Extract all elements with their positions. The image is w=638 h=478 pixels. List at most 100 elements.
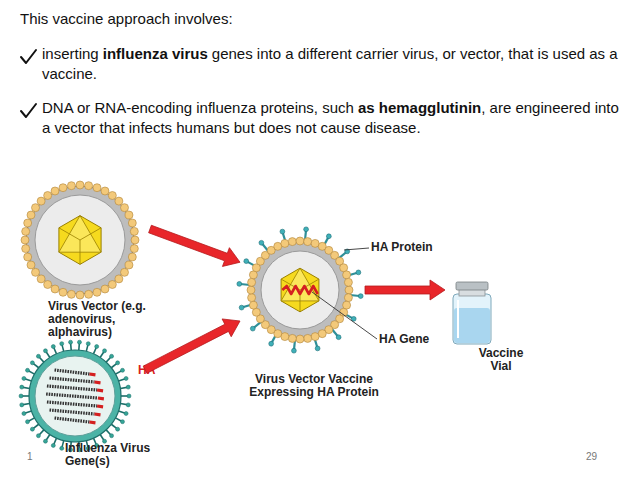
body-text: 1 <box>27 451 33 462</box>
envelope-bead <box>288 334 296 342</box>
check-bullet <box>21 50 36 63</box>
body-text: DNA or RNA-encoding influenza proteins, … <box>42 99 354 116</box>
envelope-bead <box>21 236 29 244</box>
envelope-bead <box>24 253 32 261</box>
spike-tip <box>36 434 40 438</box>
spike-tip <box>110 434 114 438</box>
envelope-bead <box>296 335 304 343</box>
envelope-bead <box>51 285 59 293</box>
emphasis-text: as hemagglutinin <box>358 99 481 116</box>
slide-footer: 1 <box>27 451 57 463</box>
vector-core <box>35 195 125 285</box>
envelope-bead <box>281 239 289 247</box>
ha-spike-tip <box>326 234 331 239</box>
vector-envelope <box>252 242 348 338</box>
envelope-bead <box>22 227 30 235</box>
node-label: Virus Vector Vaccine Expressing HA Prote… <box>234 373 394 399</box>
spike-tip <box>120 420 124 424</box>
envelope-bead <box>125 211 133 219</box>
slide-number: 29 <box>586 451 616 463</box>
spike-tip <box>43 439 47 443</box>
spike-tip <box>20 403 24 407</box>
envelope-bead <box>296 237 304 245</box>
envelope-bead <box>274 242 282 250</box>
node-label: HA Protein <box>371 241 451 254</box>
envelope-bead <box>249 271 257 279</box>
envelope-bead <box>128 253 136 261</box>
envelope-bead <box>311 333 319 341</box>
envelope-bead <box>67 182 75 190</box>
capsid-hexagon <box>281 268 319 312</box>
envelope-bead <box>125 261 133 269</box>
envelope-bead <box>281 333 289 341</box>
vector-envelope <box>26 186 134 294</box>
envelope-bead <box>108 281 116 289</box>
spike-tip <box>19 394 23 398</box>
node-label: HA Gene <box>379 333 449 346</box>
ha-spike-tip <box>315 346 320 351</box>
spike-tip <box>116 427 120 431</box>
envelope-bead <box>343 271 351 279</box>
spike-tip <box>95 345 99 349</box>
spike-tip <box>30 427 34 431</box>
spike-tip <box>51 345 55 349</box>
envelope-bead <box>248 278 256 286</box>
rna-segment <box>50 410 95 414</box>
spike-tip <box>126 403 130 407</box>
envelope-bead <box>27 261 35 269</box>
spike-tip <box>30 361 34 365</box>
vial-shine <box>457 300 459 338</box>
envelope-bead <box>131 236 139 244</box>
capsid-edge <box>80 228 101 240</box>
envelope-bead <box>121 204 129 212</box>
ha-spike-tip <box>239 305 244 310</box>
envelope-bead <box>311 239 319 247</box>
spike-tip <box>124 376 128 380</box>
body-text: 29 <box>586 451 597 462</box>
spike-tip <box>103 349 107 353</box>
body-text: inserting <box>42 45 99 62</box>
leader-line <box>344 248 369 250</box>
spike-tip <box>36 354 40 358</box>
intro-line: This vaccine approach involves: <box>20 9 620 29</box>
envelope-bead <box>93 288 101 296</box>
spike-tip <box>86 342 90 346</box>
envelope-bead <box>344 278 352 286</box>
spike-tip <box>22 412 26 416</box>
envelope-bead <box>288 238 296 246</box>
envelope-bead <box>318 330 326 338</box>
ha-spike-tip <box>358 294 363 299</box>
vial-cap <box>456 282 488 290</box>
ha-spike-tip <box>304 227 309 232</box>
rna-segment-ha <box>89 420 95 424</box>
node-label: HA <box>138 364 168 377</box>
envelope-bead <box>22 245 30 253</box>
envelope-bead <box>247 286 255 294</box>
vector-vaccine: HA ProteinHA GeneVirus Vector Vaccine Ex… <box>240 232 365 410</box>
leader-line <box>312 292 377 339</box>
spike-tip <box>110 354 114 358</box>
envelope-bead <box>252 308 260 316</box>
spike-tip <box>69 340 73 344</box>
envelope-bead <box>37 275 45 283</box>
vial-liquid <box>454 308 490 343</box>
ha-spike-tip <box>244 259 249 264</box>
envelope-bead <box>345 286 353 294</box>
rna-segment <box>46 394 98 398</box>
ha-spike-tip <box>269 341 274 346</box>
envelope-bead <box>59 184 67 192</box>
flow-arrow <box>143 319 240 373</box>
bullet-text: insertinginfluenza virusgenes into a dif… <box>42 44 627 84</box>
envelope-bead <box>304 238 312 246</box>
ha-spike-tip <box>292 348 297 353</box>
spike-tip <box>22 376 26 380</box>
ha-spike-tip <box>237 282 242 287</box>
envelope-bead <box>101 285 109 293</box>
envelope-bead <box>121 268 129 276</box>
body-text: This vaccine approach involves: <box>20 10 233 27</box>
spike-tip <box>127 394 131 398</box>
influenza-virus: HAInfluenza Virus Gene(s) <box>10 340 145 475</box>
flow-arrow <box>149 225 240 266</box>
ha-spike-tip <box>336 335 341 340</box>
